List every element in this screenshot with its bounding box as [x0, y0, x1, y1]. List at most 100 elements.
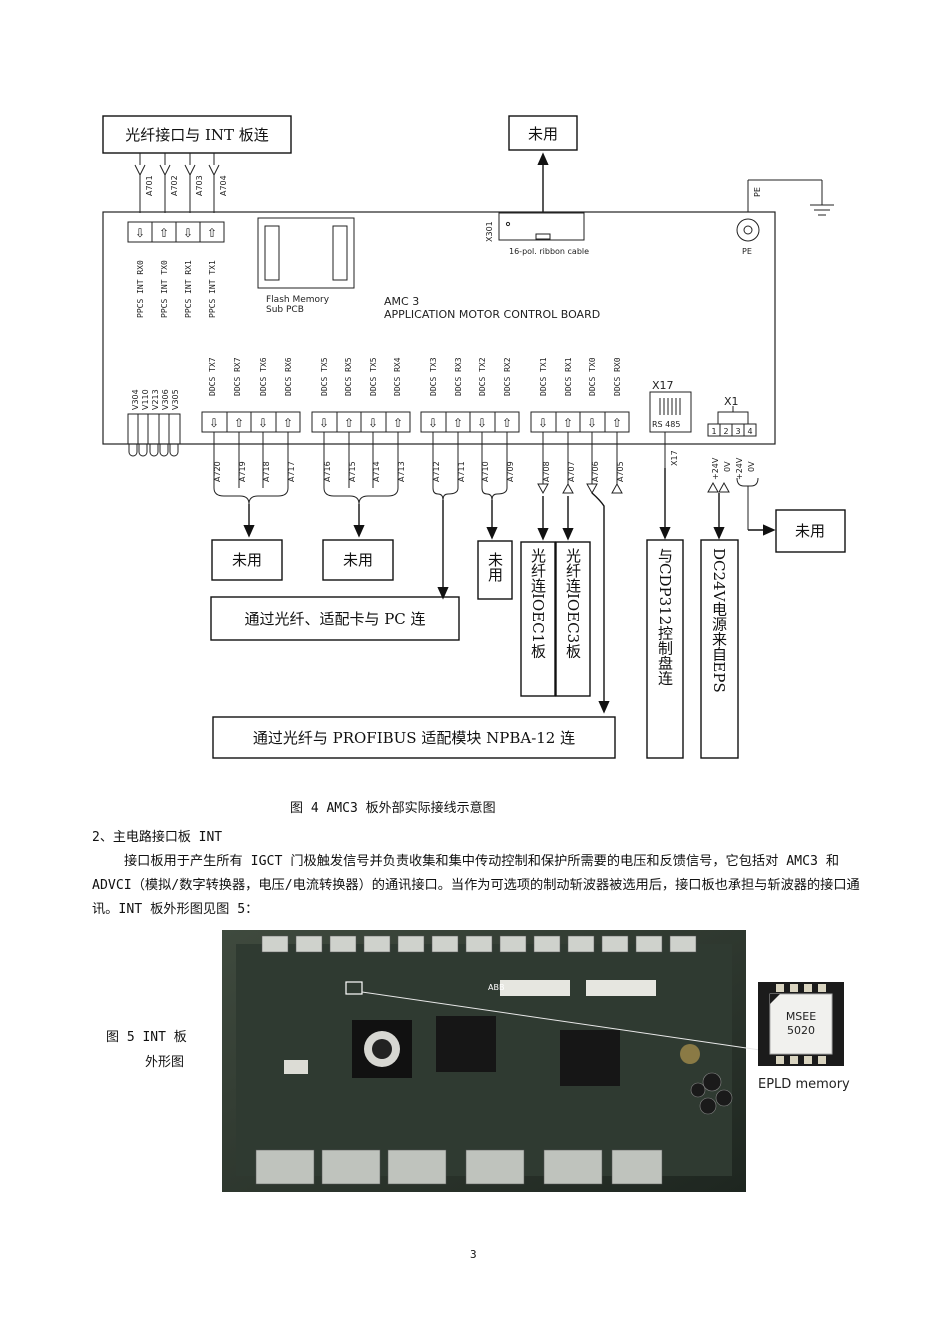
svg-text:⇩: ⇩	[368, 416, 378, 430]
connection-arrows	[243, 468, 776, 714]
x301-connector	[498, 212, 585, 241]
svg-text:PPCS INT TX1: PPCS INT TX1	[208, 260, 217, 318]
board-name-1: AMC 3	[384, 295, 419, 308]
svg-text:V304: V304	[131, 389, 140, 410]
svg-text:DDCS TX0: DDCS TX0	[588, 357, 597, 396]
unused-box-1	[211, 539, 283, 581]
top-unused-label: 未用	[528, 125, 558, 143]
svg-text:A712: A712	[432, 461, 441, 482]
figure5-caption-2: 外形图	[145, 1055, 185, 1070]
body-paragraph: 接口板用于产生所有 IGCT 门极触发信号并负责收集和集中传动控制和保护所需要的…	[92, 854, 860, 917]
svg-text:⇧: ⇧	[344, 416, 354, 430]
led-labels: V304 V110 V213 V306 V305	[131, 389, 180, 410]
amc3-board	[102, 211, 776, 445]
svg-text:⇩: ⇩	[428, 416, 438, 430]
svg-text:⇩: ⇩	[477, 416, 487, 430]
svg-text:A720: A720	[213, 461, 222, 482]
svg-text:V305: V305	[171, 389, 180, 410]
profibus-box	[212, 716, 616, 759]
page-number: 3	[470, 1248, 477, 1261]
svg-text:⇩: ⇩	[135, 226, 145, 240]
ddcs-direction-arrows: ⇩⇧⇩⇧ ⇩⇧⇩⇧ ⇩⇧⇩⇧ ⇩⇧⇩⇧	[209, 416, 622, 430]
svg-text:DDCS TX7: DDCS TX7	[208, 357, 217, 396]
pc-label: 通过光纤、适配卡与 PC 连	[244, 610, 425, 628]
pe-terminal-outer	[736, 218, 760, 242]
int-fiber-leads	[134, 153, 220, 213]
svg-text:A707: A707	[567, 461, 576, 482]
unused-box-3	[477, 540, 513, 600]
ioec3-label: 光纤连IOEC3板	[564, 548, 582, 658]
ddcs-leads	[213, 432, 618, 505]
svg-text:⇧: ⇧	[234, 416, 244, 430]
svg-text:⇩: ⇩	[538, 416, 548, 430]
unused-label-2: 未用	[343, 551, 373, 569]
svg-text:+24V: +24V	[711, 457, 720, 480]
svg-text:A703: A703	[195, 175, 204, 196]
dc24v-label: DC24V电源来自EPS	[710, 548, 728, 693]
unused-label-3: 未用	[486, 552, 504, 583]
svg-text:A704: A704	[219, 175, 228, 196]
svg-text:0V: 0V	[723, 461, 732, 472]
svg-text:⇧: ⇧	[159, 226, 169, 240]
x1-pin-labels: +24V 0V +24V 0V	[711, 457, 756, 480]
svg-text:V110: V110	[141, 389, 150, 410]
cdp-label: 与CDP312控制盘连	[656, 548, 674, 686]
svg-text:A706: A706	[591, 461, 600, 482]
svg-text:⇧: ⇧	[393, 416, 403, 430]
ddcs-connector-ids: A720 A719 A718 A717 A716 A715 A714 A713 …	[213, 461, 625, 482]
x17-label: X17	[652, 379, 674, 392]
x17-connector	[649, 391, 692, 468]
ddcs-connector-blocks	[201, 411, 630, 433]
svg-text:0V: 0V	[747, 461, 756, 472]
profibus-label: 通过光纤与 PROFIBUS 适配模块 NPBA-12 连	[253, 729, 575, 747]
board-brand: ABB	[488, 983, 504, 992]
svg-text:DDCS TX3: DDCS TX3	[429, 357, 438, 396]
int-board-photo: ABB	[222, 930, 761, 1192]
svg-text:2: 2	[723, 427, 728, 436]
figure5-caption-1: 图 5 INT 板	[106, 1030, 187, 1045]
svg-text:A716: A716	[323, 461, 332, 482]
ribbon-label: 16-pol. ribbon cable	[509, 247, 589, 256]
led-block	[127, 413, 181, 457]
svg-text:A714: A714	[372, 461, 381, 482]
svg-text:A719: A719	[238, 461, 247, 482]
svg-text:A709: A709	[506, 461, 515, 482]
svg-text:DDCS RX5: DDCS RX5	[344, 357, 353, 396]
unused-label-right: 未用	[795, 522, 825, 540]
ioec1-box	[520, 541, 556, 697]
chip-label-2: 5020	[787, 1024, 815, 1037]
svg-text:PPCS INT TX0: PPCS INT TX0	[160, 260, 169, 318]
svg-text:⇩: ⇩	[183, 226, 193, 240]
board-name-2: APPLICATION MOTOR CONTROL BOARD	[384, 308, 600, 321]
svg-text:+24V: +24V	[735, 457, 744, 480]
x301-label: X301	[485, 221, 494, 242]
section-title: 2、主电路接口板 INT	[92, 830, 223, 845]
x1-connector	[707, 406, 757, 437]
svg-text:DDCS RX6: DDCS RX6	[284, 357, 293, 396]
svg-text:⇧: ⇧	[612, 416, 622, 430]
svg-text:A701: A701	[145, 175, 154, 196]
fiber-end-triangles	[537, 481, 730, 495]
svg-text:DDCS TX6: DDCS TX6	[259, 357, 268, 396]
svg-text:⇩: ⇩	[209, 416, 219, 430]
svg-text:A710: A710	[481, 461, 490, 482]
int-connection-label: 光纤接口与 INT 板连	[125, 126, 269, 144]
ioec3-box	[555, 541, 591, 697]
epld-chip-inset	[758, 982, 844, 1066]
svg-text:DDCS TX5: DDCS TX5	[369, 357, 378, 396]
svg-text:A717: A717	[287, 461, 296, 482]
svg-text:A711: A711	[457, 461, 466, 482]
svg-text:⇩: ⇩	[319, 416, 329, 430]
int-connection-box	[102, 115, 292, 154]
svg-text:⇧: ⇧	[502, 416, 512, 430]
svg-text:⇧: ⇧	[283, 416, 293, 430]
dc24v-box	[700, 539, 739, 759]
svg-text:4: 4	[747, 427, 752, 436]
svg-text:A713: A713	[397, 461, 406, 482]
pe-wire-label: PE	[753, 187, 762, 197]
x17-rs485: RS 485	[652, 420, 680, 429]
svg-text:⇩: ⇩	[587, 416, 597, 430]
svg-text:A715: A715	[348, 461, 357, 482]
x1-label: X1	[724, 395, 739, 408]
